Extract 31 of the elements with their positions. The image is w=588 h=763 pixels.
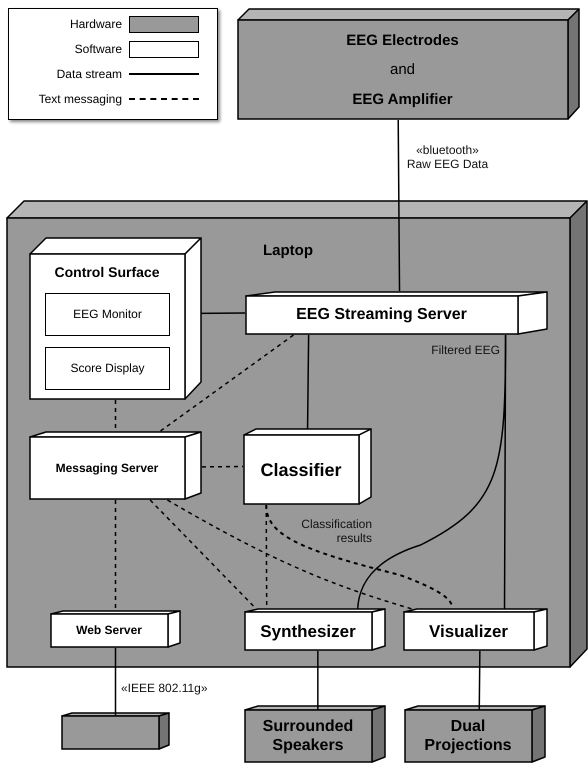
dashed-connector: [150, 499, 256, 609]
node-label: EEG Amplifier: [352, 90, 453, 108]
node-label: Web Server: [76, 624, 142, 638]
legend-label: Data stream: [56, 66, 122, 82]
node-label: Control Surface: [54, 264, 160, 280]
connector-line: [114, 648, 116, 716]
connector-line: [478, 651, 481, 710]
node-label: EEG Electrodes: [346, 32, 459, 50]
node-label: and: [390, 61, 416, 79]
connector-line: [317, 651, 319, 710]
legend-label: Hardware: [70, 16, 122, 32]
node-label: Classifier: [260, 460, 342, 480]
legend-label: Text messaging: [38, 91, 122, 107]
node-label: Synthesizer: [260, 622, 356, 642]
node-label: EEG Streaming Server: [296, 306, 467, 325]
dashed-connector: [167, 499, 412, 610]
legend-label: Software: [74, 41, 122, 57]
node-label: Dual Projections: [423, 718, 513, 755]
node-label: EEG Monitor: [73, 308, 142, 322]
connector-line: [397, 120, 400, 291]
dashed-connector: [202, 466, 243, 468]
dashed-connector: [160, 334, 294, 432]
node-label: Visualizer: [428, 622, 508, 642]
node-label: Messaging Server: [56, 462, 158, 476]
edge-label: «bluetooth» Raw EEG Data: [406, 143, 490, 172]
edge-label: «IEEE 802.11g»: [121, 681, 209, 696]
edge-label: Filtered EEG: [430, 343, 500, 358]
node-label: Laptop: [263, 242, 313, 260]
node-label: Score Display: [70, 362, 145, 376]
edge-label: Classification results: [300, 517, 372, 546]
node-label: Surrounded Speakers: [262, 718, 354, 755]
